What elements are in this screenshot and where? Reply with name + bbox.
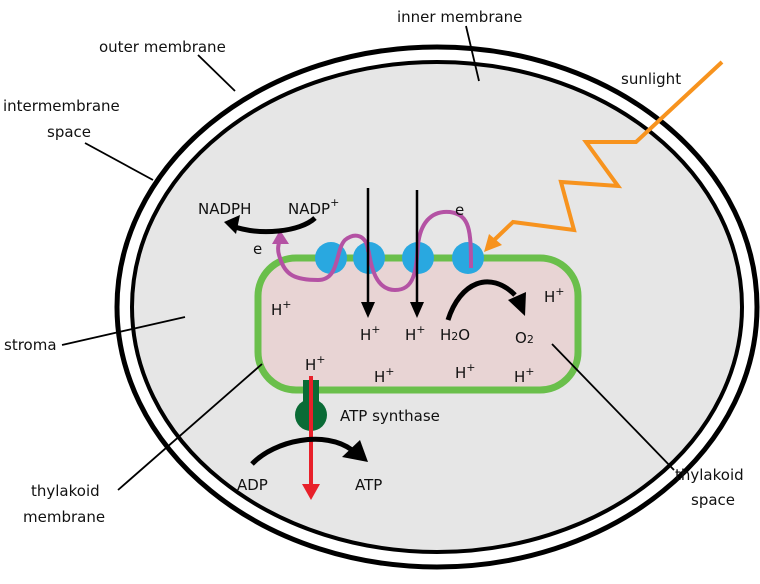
label-thylakoid-space-line2: space (691, 491, 735, 509)
label-proton-lumen-3: H+ (305, 353, 326, 374)
atp-production-arrowhead (342, 440, 368, 462)
stroma-leader (61, 316, 186, 346)
label-intermembrane-line2: space (47, 123, 91, 141)
label-stroma: stroma (4, 336, 57, 354)
label-proton-lumen-1: H+ (271, 298, 292, 319)
label-nadph: NADPH (198, 200, 251, 218)
label-electron-right: e (455, 201, 464, 219)
thylakoid-membrane-leader (117, 363, 263, 491)
photosystem-4 (452, 242, 484, 274)
label-atp: ATP (355, 476, 382, 494)
label-outer-membrane: outer membrane (99, 38, 226, 56)
nadph-arrowhead (224, 215, 240, 234)
inner-membrane-leader (465, 25, 480, 82)
nadph-arrow (231, 216, 317, 235)
sunlight-ray (488, 60, 724, 246)
atp-production-arrow (250, 436, 354, 466)
label-nadp-plus: NADP+ (288, 196, 339, 218)
label-electron-left: e (253, 240, 262, 258)
label-inner-membrane: inner membrane (397, 8, 522, 26)
label-thylakoid-space-line1: thylakoid (675, 466, 744, 484)
water-splitting-arrow (445, 279, 517, 321)
label-proton-lumen-5: H+ (455, 361, 476, 382)
proton-pump-arrowhead-1 (361, 302, 375, 318)
label-proton-pumped-2: H+ (405, 323, 426, 344)
label-water: H2O (440, 326, 470, 344)
intermembrane-leader (84, 142, 154, 181)
label-thylakoid-membrane-line2: membrane (23, 508, 105, 526)
label-atp-synthase: ATP synthase (340, 407, 440, 425)
outer-membrane-leader (197, 54, 236, 92)
label-adp: ADP (237, 476, 268, 494)
label-proton-pumped-1: H+ (360, 323, 381, 344)
label-proton-lumen-4: H+ (374, 365, 395, 386)
label-thylakoid-membrane-line1: thylakoid (31, 482, 100, 500)
thylakoid-space-leader (551, 343, 675, 471)
proton-flow-arrowhead (302, 484, 320, 500)
label-proton-lumen-6: H+ (514, 365, 535, 386)
label-oxygen: O2 (515, 329, 534, 347)
proton-pump-arrowhead-2 (410, 302, 424, 318)
water-splitting-arrowhead (508, 292, 526, 316)
label-intermembrane-line1: intermembrane (3, 97, 120, 115)
electron-arrowhead (272, 230, 289, 244)
label-proton-lumen-2: H+ (544, 285, 565, 306)
label-sunlight: sunlight (621, 70, 681, 88)
sunlight-arrowhead (484, 234, 502, 252)
